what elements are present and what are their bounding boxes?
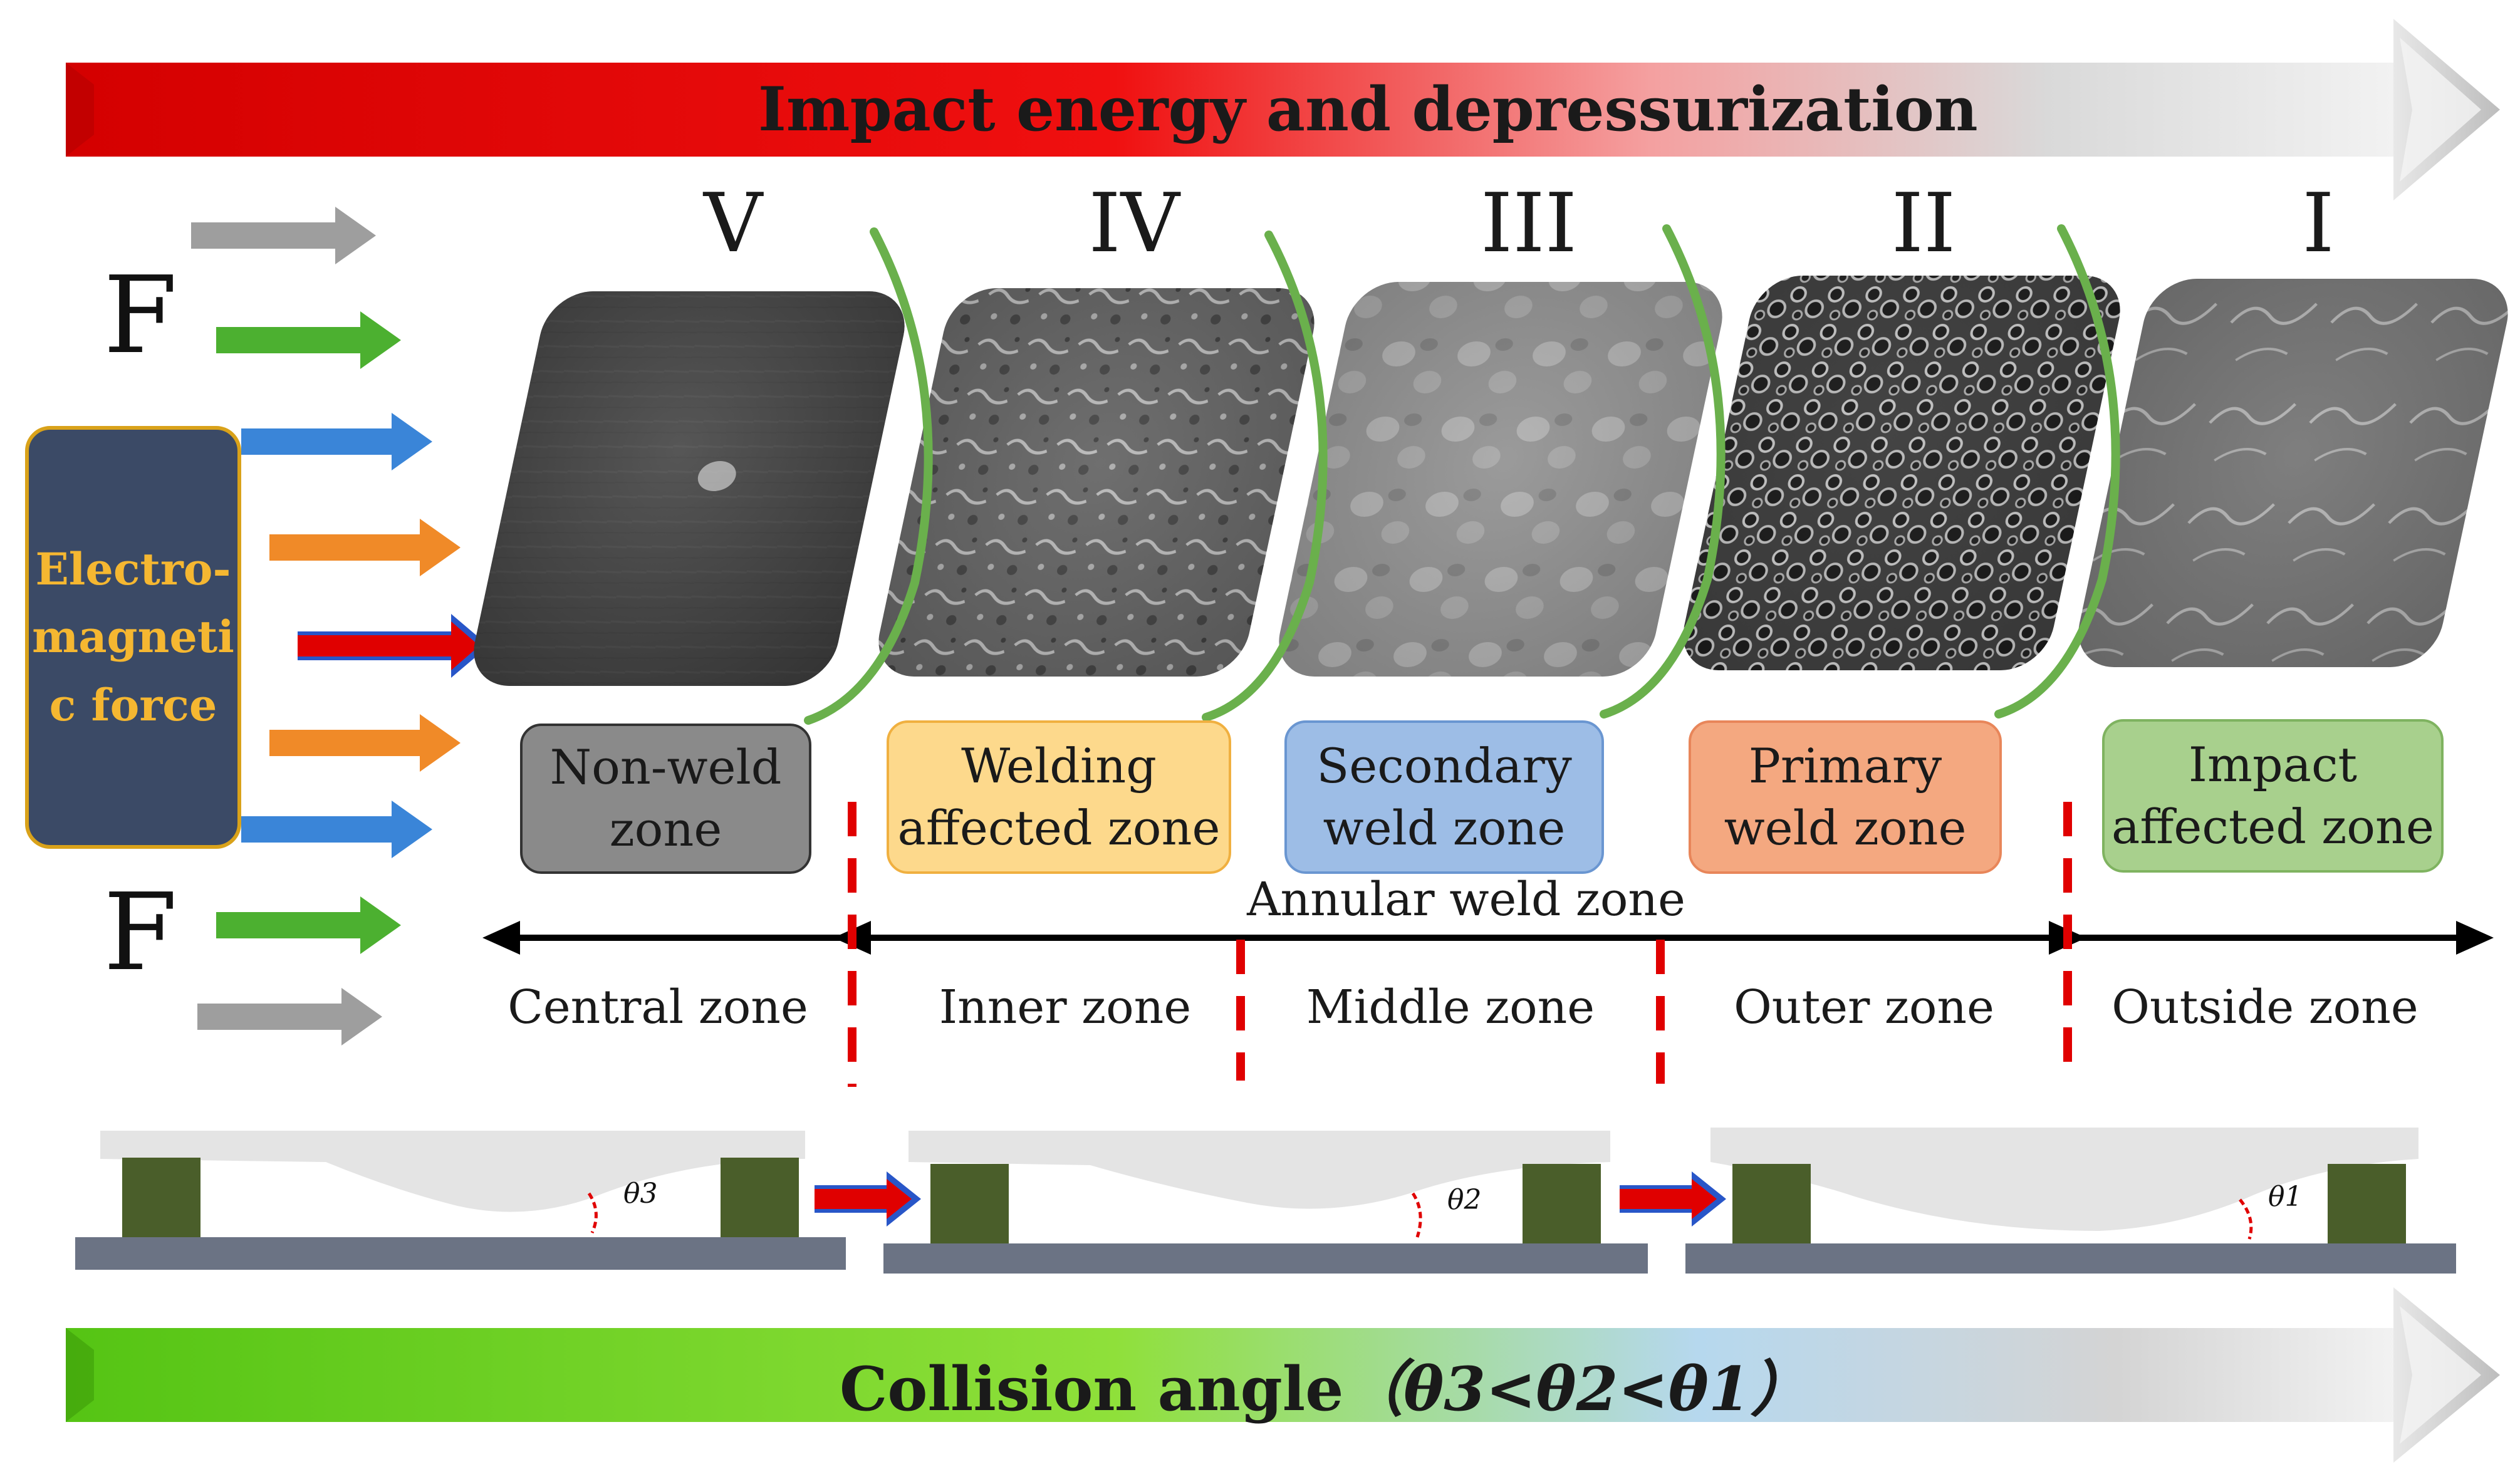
boundary-arc-2 <box>1202 231 1328 722</box>
sem-tile-i <box>2078 279 2508 667</box>
top-banner-title: Impact energy and depressurization <box>758 74 1978 145</box>
sub-zone-outer: Outer zone <box>1734 980 1994 1034</box>
sub-zone-inner: Inner zone <box>939 980 1192 1034</box>
collision-panel-3 <box>1685 1128 2456 1274</box>
annular-weld-zone-label: Annular weld zone <box>1247 873 1685 926</box>
zone-box-secondary-weld: Secondary weld zone <box>1284 720 1604 874</box>
force-arrow-gray-bottom <box>197 988 382 1046</box>
zone-box-label: Non-weld zone <box>549 739 782 857</box>
zone-box-label: Primary weld zone <box>1724 737 1967 856</box>
roman-numeral-iv: IV <box>1088 175 1180 271</box>
angle-label-theta3: θ3 <box>623 1178 658 1210</box>
zone-box-primary-weld: Primary weld zone <box>1689 720 2002 874</box>
zone-dividers <box>848 802 2072 1087</box>
force-arrow-green-bottom <box>216 896 401 954</box>
electromagnetic-force-box: Electro- magneti c force <box>25 426 241 849</box>
force-label-bottom: F <box>103 871 177 995</box>
bottom-banner-arrow <box>66 1287 2500 1463</box>
force-label-top: F <box>103 254 177 378</box>
bottom-banner-title: Collision angle（θ3<θ2<θ1） <box>840 1341 1811 1428</box>
collision-panel-1 <box>75 1131 846 1270</box>
force-arrow-orange-top <box>269 519 461 576</box>
roman-numeral-iii: III <box>1480 175 1578 271</box>
collision-transition-arrow-2 <box>1620 1171 1726 1227</box>
force-arrow-blue-bottom <box>241 801 432 858</box>
zone-boundary-arcs <box>804 224 2120 725</box>
sem-tile-ii <box>1683 276 2120 670</box>
force-arrow-gray-top <box>191 207 376 264</box>
bottom-banner-title-prefix: Collision angle <box>840 1354 1344 1424</box>
sem-tile-v <box>474 291 905 686</box>
angle-label-theta2: θ2 <box>1447 1184 1482 1216</box>
force-arrow-orange-bottom <box>269 714 461 772</box>
sub-zone-outside: Outside zone <box>2111 980 2418 1034</box>
boundary-arc-4 <box>1994 224 2120 719</box>
zone-box-label: Welding affected zone <box>897 737 1221 856</box>
zone-box-welding-affected: Welding affected zone <box>887 720 1231 874</box>
bottom-banner-title-formula: （θ3<θ2<θ1） <box>1343 1354 1811 1424</box>
boundary-arc-1 <box>804 227 933 725</box>
force-arrow-green-top <box>216 311 401 369</box>
sem-tile-iv <box>878 288 1315 677</box>
collision-schematics <box>75 1128 2456 1274</box>
sem-tiles <box>474 276 2508 686</box>
sem-tile-iii <box>1279 282 1722 677</box>
force-arrow-blue-top <box>241 413 432 470</box>
roman-numeral-i: I <box>2302 175 2335 271</box>
angle-label-theta1: θ1 <box>2268 1181 2303 1213</box>
boundary-arc-3 <box>1600 224 1726 719</box>
roman-numeral-ii: II <box>1891 175 1956 271</box>
zone-box-impact-affected: Impact affected zone <box>2102 719 2444 873</box>
force-arrow-red-center <box>298 614 489 678</box>
roman-numeral-v: V <box>704 175 763 271</box>
sub-zone-middle: Middle zone <box>1306 980 1595 1034</box>
sub-zone-central: Central zone <box>508 980 808 1034</box>
collision-panel-2 <box>883 1131 1648 1274</box>
top-banner-arrow <box>66 19 2500 200</box>
collision-transition-arrow-1 <box>815 1171 921 1227</box>
zone-box-label: Secondary weld zone <box>1316 737 1572 856</box>
zone-box-non-weld: Non-weld zone <box>520 724 811 874</box>
zone-box-label: Impact affected zone <box>2111 736 2434 854</box>
force-arrows <box>191 207 489 1046</box>
electromagnetic-force-label: Electro- magneti c force <box>32 542 234 731</box>
